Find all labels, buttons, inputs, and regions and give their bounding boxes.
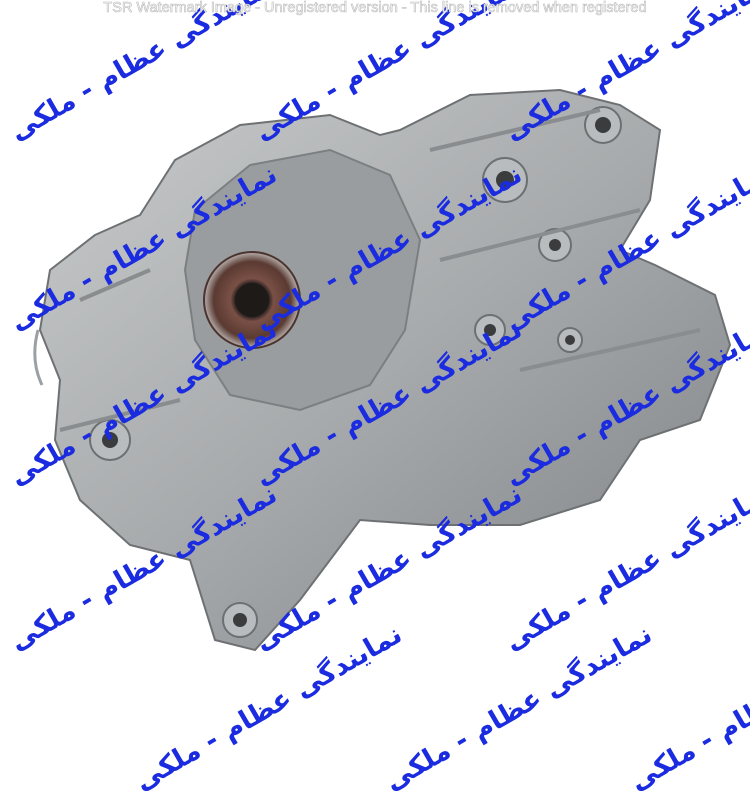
unregistered-watermark-line: TSR Watermark Image - Unregistered versi… [0,0,750,16]
spring-clip [35,330,42,385]
